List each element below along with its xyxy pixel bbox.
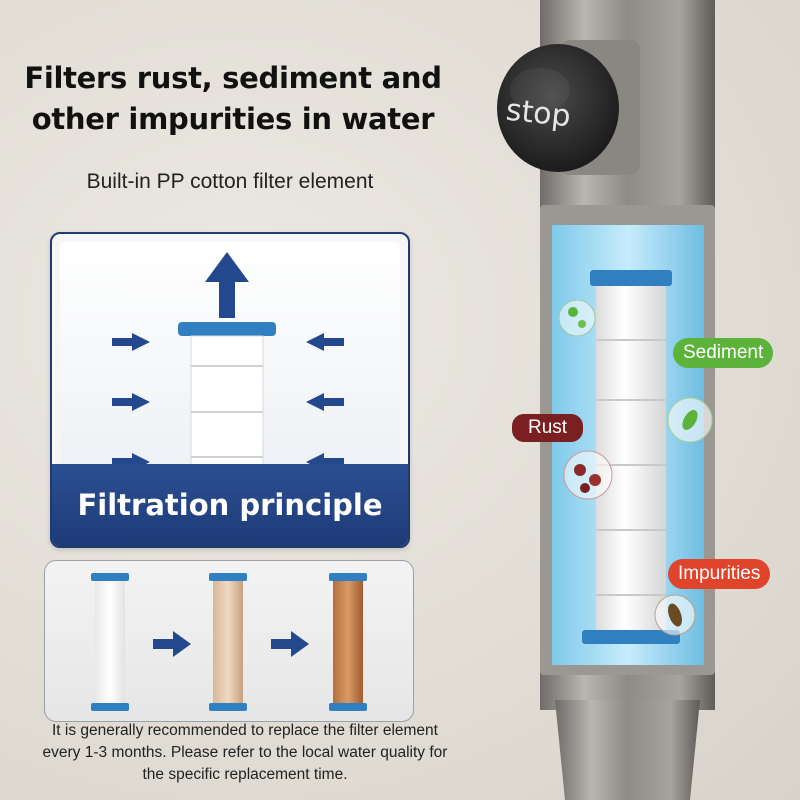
caption-line-2: every 1-3 months. Please refer to the lo… xyxy=(42,744,448,761)
sediment-label: Sediment xyxy=(673,338,774,368)
stop-button-label: stop xyxy=(504,92,573,135)
replacement-cycle-card xyxy=(44,560,414,722)
dirty-filter-icon xyxy=(329,573,367,711)
headline: Filters rust, sediment and other impurit… xyxy=(8,58,458,140)
filter-usage-comparison xyxy=(91,573,367,711)
principle-diagram xyxy=(112,252,344,471)
inflow-arrow-icons xyxy=(112,333,344,471)
principle-illustration xyxy=(60,242,400,471)
headline-line-1: Filters rust, sediment and xyxy=(24,61,442,95)
arrow-right-icon xyxy=(153,631,309,657)
new-filter-icon xyxy=(91,573,129,711)
rust-label: Rust xyxy=(512,414,584,442)
used-filter-icon xyxy=(209,573,247,711)
filtration-principle-card: Filtration principle xyxy=(50,232,410,548)
impurities-label: Impurities xyxy=(668,559,771,589)
filtration-principle-title: Filtration principle xyxy=(52,464,408,546)
caption-line-1: It is generally recommended to replace t… xyxy=(52,722,438,739)
headline-line-2: other impurities in water xyxy=(31,102,435,136)
subhead: Built-in PP cotton filter element xyxy=(86,170,374,193)
up-arrow-icon xyxy=(205,252,249,318)
caption-line-3: the specific replacement time. xyxy=(142,766,348,783)
replacement-caption: It is generally recommended to replace t… xyxy=(0,720,490,786)
